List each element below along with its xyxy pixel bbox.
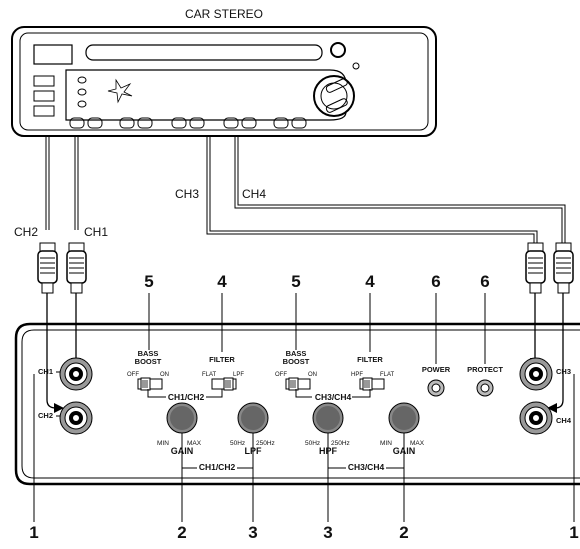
callout-3-right: 3	[323, 523, 332, 542]
bass-boost-12-off: OFF	[127, 372, 139, 378]
filter-34-hpf: HPF	[351, 372, 363, 378]
filter-34-flat: FLAT	[380, 372, 395, 378]
callout-6-protect: 6	[480, 272, 489, 291]
filter-34-title: FILTER	[357, 355, 383, 364]
callout-3-left: 3	[248, 523, 257, 542]
filter-12-lpf: LPF	[233, 372, 244, 378]
bass-boost-34-title-2: BOOST	[283, 357, 310, 366]
bass-boost-34-title-1: BASS	[286, 349, 307, 358]
input-jack-ch4	[519, 401, 553, 435]
rca-cables	[45, 136, 566, 244]
bass-boost-34-off: OFF	[275, 372, 287, 378]
gain-34-max: MAX	[410, 440, 425, 447]
callout-2-right: 2	[399, 523, 408, 542]
bass-boost-34-switch[interactable]	[285, 377, 311, 391]
filter-12-title: FILTER	[209, 355, 235, 364]
input-jack-ch1	[59, 357, 93, 391]
rca-plug-ch4	[553, 242, 574, 294]
lpf-high: 250Hz	[256, 440, 275, 447]
switch-group-12-label: CH1/CH2	[168, 392, 205, 402]
input-label-ch4: CH4	[556, 416, 572, 425]
filter-12-flat: FLAT	[202, 372, 217, 378]
power-led	[427, 379, 445, 397]
callout-1-left: 1	[29, 523, 38, 542]
knob-group-12-label: CH1/CH2	[199, 462, 236, 472]
bass-boost-34-on: ON	[308, 372, 317, 378]
wire-label-ch3: CH3	[175, 187, 199, 201]
bass-boost-12-title-1: BASS	[138, 349, 159, 358]
filter-34-switch[interactable]	[359, 377, 385, 391]
callout-5-left: 5	[144, 272, 153, 291]
amplifier-panel	[14, 322, 580, 486]
switch-group-34-label: CH3/CH4	[315, 392, 352, 402]
knob-group-34-label: CH3/CH4	[348, 462, 385, 472]
lpf-knob[interactable]	[237, 402, 269, 434]
gain-12-min: MIN	[157, 440, 169, 447]
hpf-high: 250Hz	[331, 440, 350, 447]
gain-34-min: MIN	[380, 440, 392, 447]
lpf-low: 50Hz	[230, 440, 245, 447]
wire-label-ch2: CH2	[14, 225, 38, 239]
callout-1-right: 1	[569, 523, 578, 542]
gain-12-knob[interactable]	[166, 402, 198, 434]
rca-plug-ch1	[66, 242, 87, 294]
bass-boost-12-title-2: BOOST	[135, 357, 162, 366]
callout-2-left: 2	[177, 523, 186, 542]
gain-12-max: MAX	[187, 440, 202, 447]
hpf-low: 50Hz	[305, 440, 320, 447]
wire-label-ch4: CH4	[242, 187, 266, 201]
rca-plug-ch2	[37, 242, 58, 294]
input-label-ch1: CH1	[38, 367, 53, 376]
input-jack-ch3	[519, 357, 553, 391]
protect-label: PROTECT	[467, 365, 503, 374]
callout-4-left: 4	[217, 272, 227, 291]
bass-boost-12-on: ON	[160, 372, 169, 378]
gain-34-knob[interactable]	[388, 402, 420, 434]
hpf-knob[interactable]	[312, 402, 344, 434]
protect-led	[476, 379, 494, 397]
input-label-ch3: CH3	[556, 367, 571, 376]
car-stereo-head-unit	[11, 26, 437, 137]
input-label-ch2: CH2	[38, 411, 53, 420]
callout-5-right: 5	[291, 272, 300, 291]
diagram-title: CAR STEREO	[185, 7, 263, 21]
input-jack-ch2	[59, 401, 93, 435]
bass-boost-12-switch[interactable]	[137, 377, 163, 391]
callout-4-right: 4	[365, 272, 375, 291]
rca-plug-ch3	[525, 242, 546, 294]
wire-label-ch1: CH1	[84, 225, 108, 239]
filter-12-switch[interactable]	[211, 377, 237, 391]
power-label: POWER	[422, 365, 451, 374]
callout-6-power: 6	[431, 272, 440, 291]
